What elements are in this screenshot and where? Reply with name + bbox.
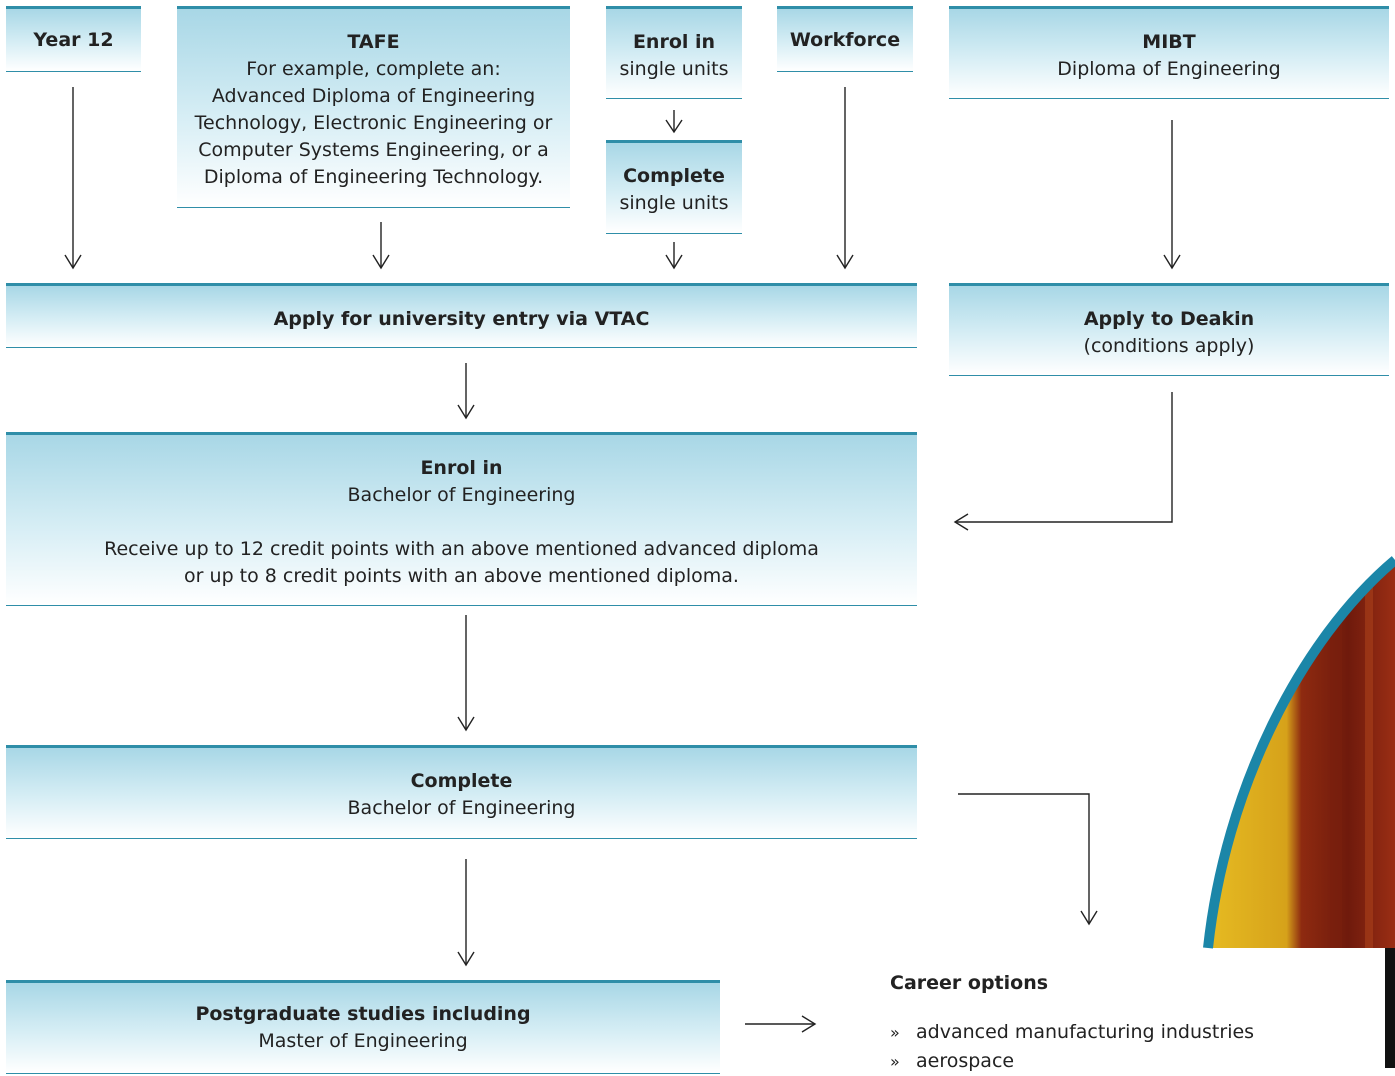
box-postgraduate-subtitle: Master of Engineering — [258, 1030, 468, 1052]
box-complete-bachelor: Complete Bachelor of Engineering — [6, 745, 917, 839]
box-enrol-bachelor-detail: Receive up to 12 credit points with an a… — [104, 538, 819, 560]
box-year12-title: Year 12 — [33, 29, 114, 51]
arrow-complete-single-to-vtac — [665, 242, 683, 270]
box-enrol-single-units: Enrol in single units — [606, 6, 742, 99]
box-apply-vtac-title: Apply for university entry via VTAC — [273, 308, 650, 330]
list-item: » advanced manufacturing industries — [890, 1018, 1254, 1047]
bullet-icon: » — [890, 1023, 900, 1042]
box-tafe-line: Computer Systems Engineering, or a — [198, 139, 549, 161]
list-item: » aerospace — [890, 1047, 1254, 1076]
career-options-title: Career options — [890, 972, 1049, 994]
box-mibt-subtitle: Diploma of Engineering — [1057, 58, 1281, 80]
box-apply-deakin-title: Apply to Deakin — [1083, 308, 1255, 330]
box-complete-bachelor-subtitle: Bachelor of Engineering — [347, 797, 576, 819]
box-tafe-line: Advanced Diploma of Engineering — [211, 85, 536, 107]
arrow-enrol-to-complete — [457, 615, 475, 732]
box-enrol-bachelor-detail: or up to 8 credit points with an above m… — [184, 565, 739, 587]
arrow-workforce-to-vtac — [836, 87, 854, 270]
arrow-enrol-to-complete-single — [665, 110, 683, 134]
arrow-tafe-to-vtac — [372, 222, 390, 270]
box-tafe-line: Diploma of Engineering Technology. — [203, 166, 544, 188]
arrow-complete-to-career — [958, 793, 1098, 926]
box-postgraduate: Postgraduate studies including Master of… — [6, 980, 720, 1074]
arrow-postgrad-to-career — [745, 1015, 817, 1033]
box-enrol-bachelor: Enrol in Bachelor of Engineering Receive… — [6, 432, 917, 606]
arrow-mibt-to-deakin — [1163, 120, 1181, 270]
career-item-text: aerospace — [916, 1050, 1015, 1072]
box-postgraduate-title: Postgraduate studies including — [195, 1003, 531, 1025]
box-enrol-single-units-title: Enrol in — [632, 31, 716, 53]
box-workforce-title: Workforce — [789, 29, 901, 51]
box-tafe: TAFE For example, complete an: Advanced … — [177, 6, 570, 208]
box-enrol-single-units-subtitle: single units — [619, 58, 729, 80]
box-complete-single-units-title: Complete — [623, 165, 725, 187]
arrow-complete-to-postgrad — [457, 859, 475, 967]
box-tafe-title: TAFE — [347, 31, 400, 53]
arrow-vtac-to-enrol — [457, 363, 475, 420]
arrow-deakin-to-enrol — [953, 392, 1173, 531]
box-enrol-bachelor-subtitle: Bachelor of Engineering — [347, 484, 576, 506]
arrow-year12-to-vtac — [64, 87, 82, 270]
box-year12: Year 12 — [6, 6, 141, 72]
box-complete-single-units-subtitle: single units — [619, 192, 729, 214]
box-complete-bachelor-title: Complete — [410, 770, 513, 792]
box-mibt: MIBT Diploma of Engineering — [949, 6, 1389, 99]
box-mibt-title: MIBT — [1142, 31, 1196, 53]
box-complete-single-units: Complete single units — [606, 140, 742, 234]
spacer — [6, 509, 917, 536]
box-apply-deakin: Apply to Deakin (conditions apply) — [949, 283, 1389, 376]
box-workforce: Workforce — [777, 6, 913, 72]
box-enrol-bachelor-title: Enrol in — [420, 457, 503, 479]
career-item-text: advanced manufacturing industries — [916, 1021, 1255, 1043]
box-apply-deakin-subtitle: (conditions apply) — [1083, 335, 1255, 357]
box-tafe-line: For example, complete an: — [246, 58, 501, 80]
box-apply-vtac: Apply for university entry via VTAC — [6, 283, 917, 348]
bullet-icon: » — [890, 1052, 900, 1071]
career-options-list: » advanced manufacturing industries » aero… — [890, 1018, 1254, 1076]
box-tafe-line: Technology, Electronic Engineering or — [194, 112, 553, 134]
